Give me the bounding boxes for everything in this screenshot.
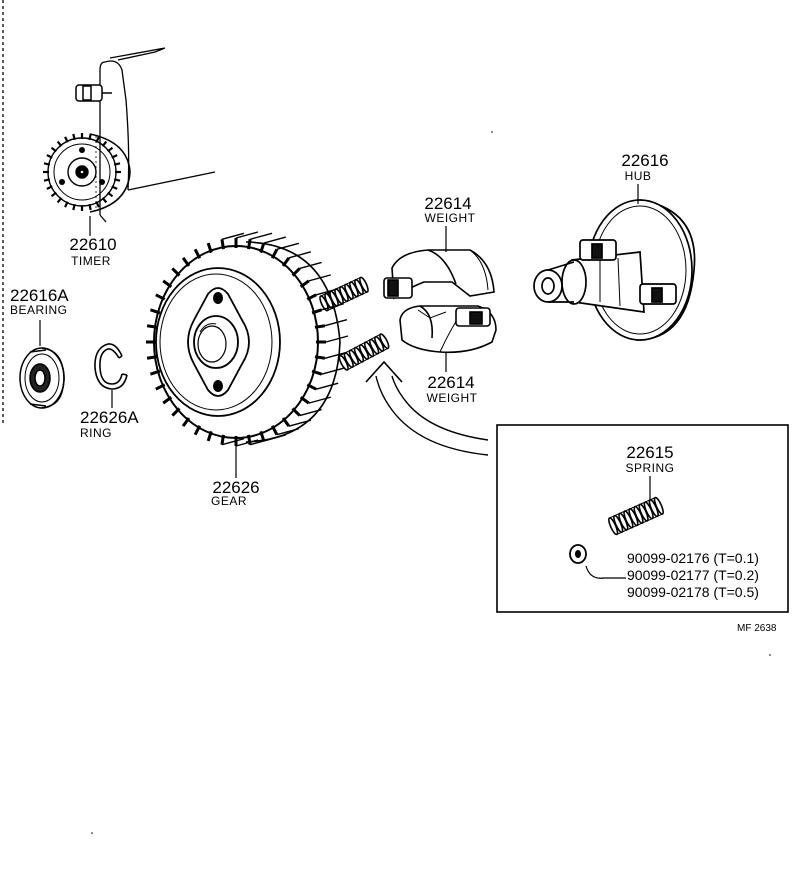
part-name-timer: TIMER — [71, 254, 111, 268]
shim-part-number-1: 90099-02176 (T=0.1) — [627, 550, 759, 566]
shim-washer-icon — [569, 544, 587, 564]
detail-box — [496, 424, 789, 613]
stray-mark — [91, 832, 93, 834]
stray-mark — [491, 131, 493, 133]
shim-part-number-2: 90099-02177 (T=0.2) — [627, 567, 759, 583]
part-name-bearing: BEARING — [10, 303, 68, 317]
part-number-bearing: 22616A — [10, 286, 69, 305]
shim-part-number-3: 90099-02178 (T=0.5) — [627, 584, 759, 600]
part-name-hub: HUB — [624, 169, 652, 183]
part-number-spring: 22615 — [626, 443, 674, 462]
timer-bolt-icon — [75, 84, 112, 102]
part-number-timer: 22610 — [69, 235, 117, 254]
helical-gear-icon — [146, 231, 349, 447]
part-name-weight-upper: WEIGHT — [424, 211, 476, 225]
part-number-hub: 22616 — [621, 151, 669, 170]
detail-arrow — [365, 360, 489, 456]
stray-mark — [769, 654, 771, 656]
part-name-gear: GEAR — [210, 494, 248, 508]
part-number-weight-upper: 22614 — [424, 194, 472, 213]
figure-code: MF 2638 — [737, 623, 777, 634]
hub-icon — [533, 199, 696, 341]
timer-gear-icon — [43, 133, 131, 213]
weight-spring-lower-icon — [338, 333, 390, 371]
snap-ring-icon — [94, 343, 128, 390]
part-name-spring: SPRING — [625, 461, 675, 475]
part-name-weight-lower: WEIGHT — [426, 391, 478, 405]
weight-spring-upper-icon — [319, 276, 369, 312]
leader-lines — [39, 184, 651, 579]
governor-weight-icon — [383, 249, 497, 354]
spring-22615-icon — [608, 496, 664, 536]
bearing-icon — [19, 347, 65, 409]
engine-housing — [99, 47, 216, 223]
part-number-ring: 22626A — [80, 408, 139, 427]
part-number-gear: 22626 — [212, 478, 260, 497]
part-number-weight-lower: 22614 — [427, 373, 475, 392]
part-name-ring: RING — [80, 426, 112, 440]
